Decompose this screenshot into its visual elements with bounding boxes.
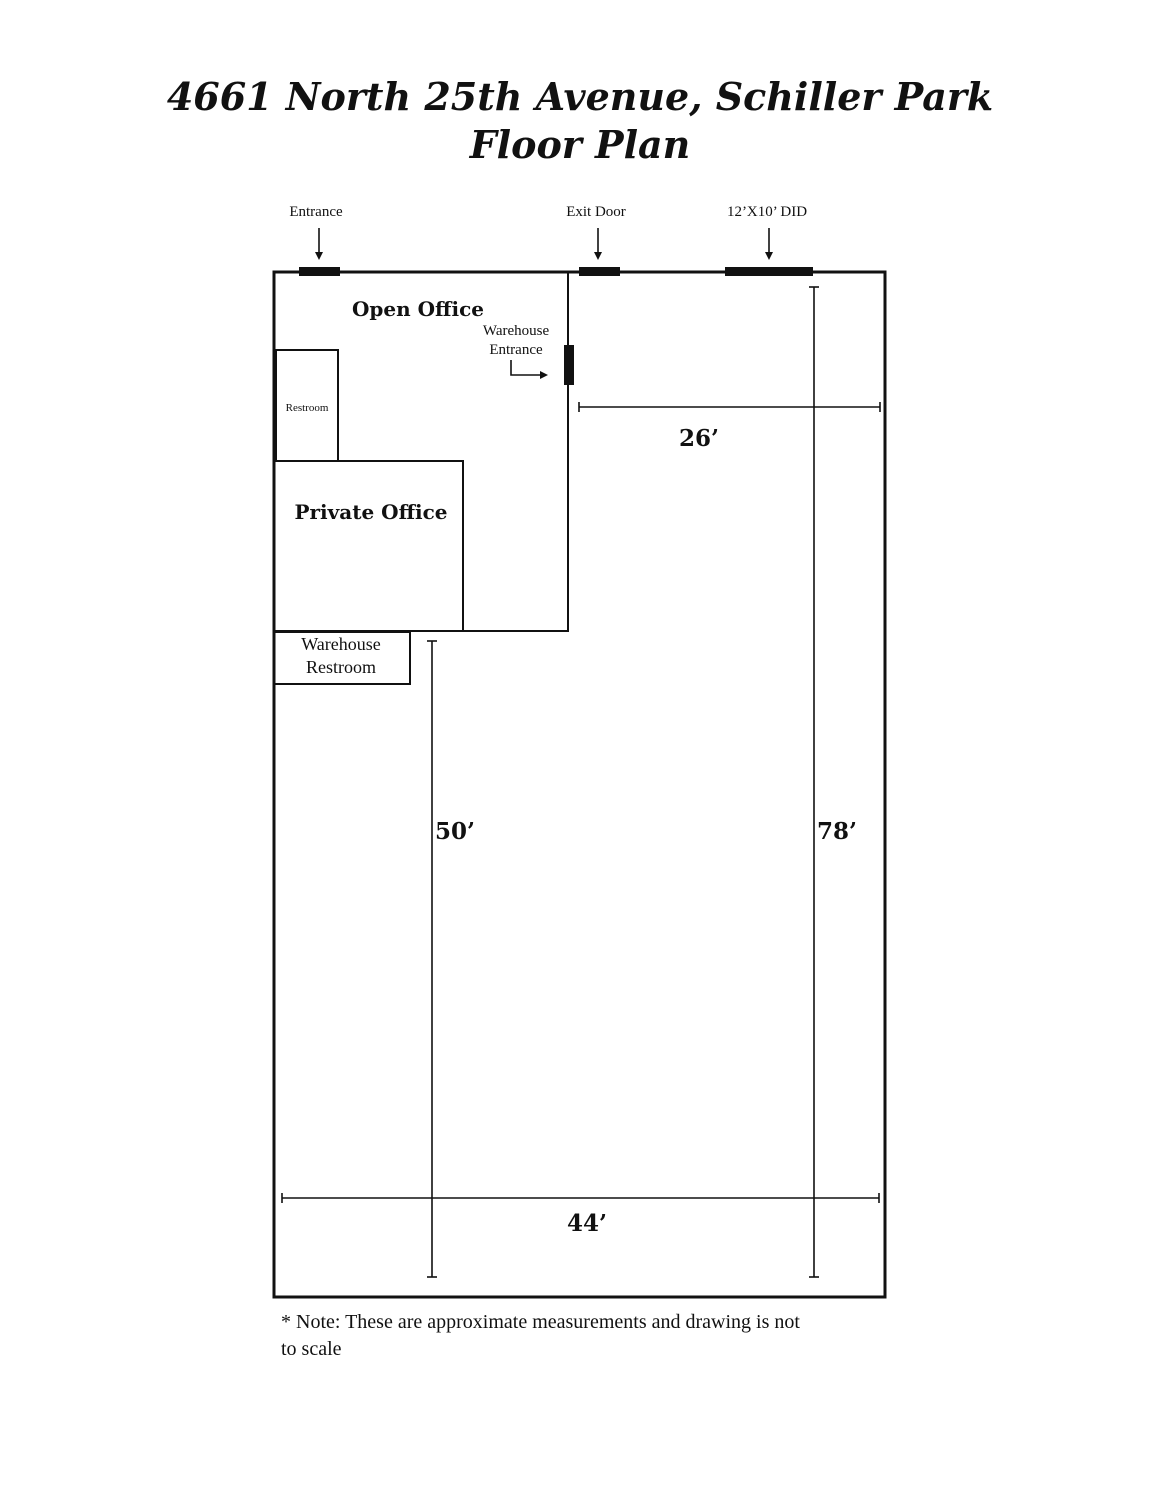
private-office-label: Private Office — [294, 500, 447, 524]
warehouse-restroom-label-2: Restroom — [306, 657, 376, 677]
private-office — [273, 460, 464, 632]
office-wall — [463, 272, 569, 632]
dimension-26 — [578, 402, 881, 412]
dock-door — [725, 267, 813, 276]
title-floor-plan: Floor Plan — [469, 122, 691, 167]
dimension-50 — [427, 640, 437, 1278]
dimension-78-label: 78’ — [817, 818, 857, 845]
dimension-44 — [281, 1193, 880, 1203]
exit-door — [579, 267, 620, 276]
title-address: 4661 North 25th Avenue, Schiller Park — [167, 74, 993, 119]
open-office-label: Open Office — [352, 297, 484, 321]
warehouse-restroom — [273, 631, 411, 685]
warehouse-entrance-label-1: Warehouse — [483, 323, 550, 339]
dimension-78 — [809, 286, 819, 1278]
dimension-26-label: 26’ — [679, 425, 719, 452]
note-line-2: to scale — [281, 1338, 342, 1360]
dimension-50-label: 50’ — [435, 818, 475, 845]
warehouse-entrance-arrow-icon — [510, 360, 548, 379]
warehouse-entrance-door — [564, 345, 574, 385]
warehouse-restroom-label-1: Warehouse — [301, 634, 381, 654]
exit-door-label: Exit Door — [566, 204, 626, 220]
entrance-door — [299, 267, 340, 276]
dimension-44-label: 44’ — [567, 1210, 607, 1237]
restroom-label: Restroom — [286, 402, 329, 414]
entrance-label: Entrance — [289, 204, 343, 220]
building-outline — [272, 270, 887, 1299]
note-line-1: * Note: These are approximate measuremen… — [281, 1311, 800, 1333]
warehouse-entrance-label-2: Entrance — [489, 342, 543, 358]
dock-door-label: 12’X10’ DID — [727, 204, 807, 220]
